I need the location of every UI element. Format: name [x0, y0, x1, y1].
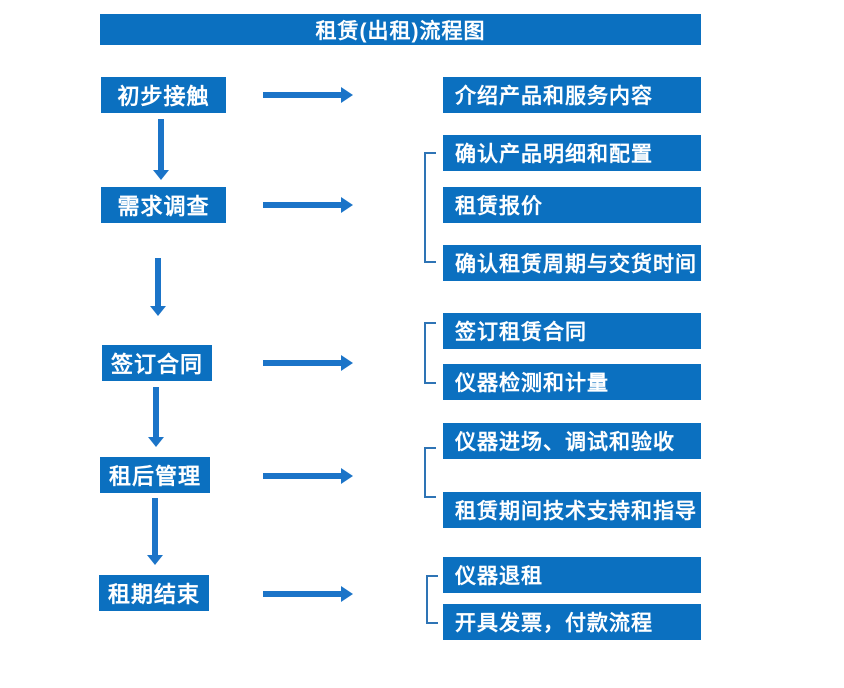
step-box-initial-contact: 初步接触: [101, 77, 226, 113]
down-arrow-shaft: [155, 258, 161, 306]
bracket-demand-survey-group: [424, 152, 436, 263]
step-box-rental-end: 租期结束: [99, 575, 209, 611]
detail-box-introduce-products: 介绍产品和服务内容: [443, 77, 701, 113]
right-arrow: [263, 197, 353, 213]
detail-box-sign-rental-contract: 签订租赁合同: [443, 313, 701, 349]
down-arrow-head: [150, 306, 166, 316]
right-arrow: [263, 87, 353, 103]
down-arrow: [148, 387, 164, 447]
right-arrow-head: [341, 586, 353, 602]
detail-box-confirm-period-delivery: 确认租赁周期与交货时间: [443, 245, 701, 281]
detail-box-instrument-return: 仪器退租: [443, 557, 701, 593]
step-box-post-rental-management: 租后管理: [100, 457, 210, 493]
right-arrow-shaft: [263, 473, 342, 479]
down-arrow: [147, 498, 163, 565]
right-arrow-head: [341, 468, 353, 484]
detail-box-instrument-testing: 仪器检测和计量: [443, 364, 701, 400]
down-arrow-shaft: [152, 498, 158, 555]
detail-box-invoice-payment: 开具发票，付款流程: [443, 604, 701, 640]
down-arrow: [150, 258, 166, 316]
right-arrow-shaft: [263, 591, 342, 597]
step-box-demand-survey: 需求调查: [101, 187, 226, 223]
detail-box-confirm-product-details: 确认产品明细和配置: [443, 135, 701, 171]
down-arrow-head: [153, 170, 169, 180]
right-arrow: [263, 355, 353, 371]
right-arrow-head: [341, 87, 353, 103]
detail-box-rental-quote: 租赁报价: [443, 187, 701, 223]
right-arrow-head: [341, 197, 353, 213]
down-arrow-head: [148, 437, 164, 447]
bracket-rental-end-group: [426, 575, 438, 624]
diagram-title: 租赁(出租)流程图: [100, 14, 701, 45]
down-arrow: [153, 119, 169, 180]
down-arrow-shaft: [153, 387, 159, 437]
step-box-sign-contract: 签订合同: [102, 345, 212, 381]
right-arrow-shaft: [263, 92, 342, 98]
right-arrow-shaft: [263, 202, 342, 208]
bracket-post-rental-group: [424, 447, 436, 498]
down-arrow-shaft: [158, 119, 164, 170]
bracket-sign-contract-group: [424, 322, 436, 384]
down-arrow-head: [147, 555, 163, 565]
right-arrow: [263, 586, 353, 602]
right-arrow-head: [341, 355, 353, 371]
right-arrow-shaft: [263, 360, 342, 366]
detail-box-instrument-setup-acceptance: 仪器进场、调试和验收: [443, 423, 701, 459]
detail-box-tech-support: 租赁期间技术支持和指导: [443, 492, 701, 528]
right-arrow: [263, 468, 353, 484]
